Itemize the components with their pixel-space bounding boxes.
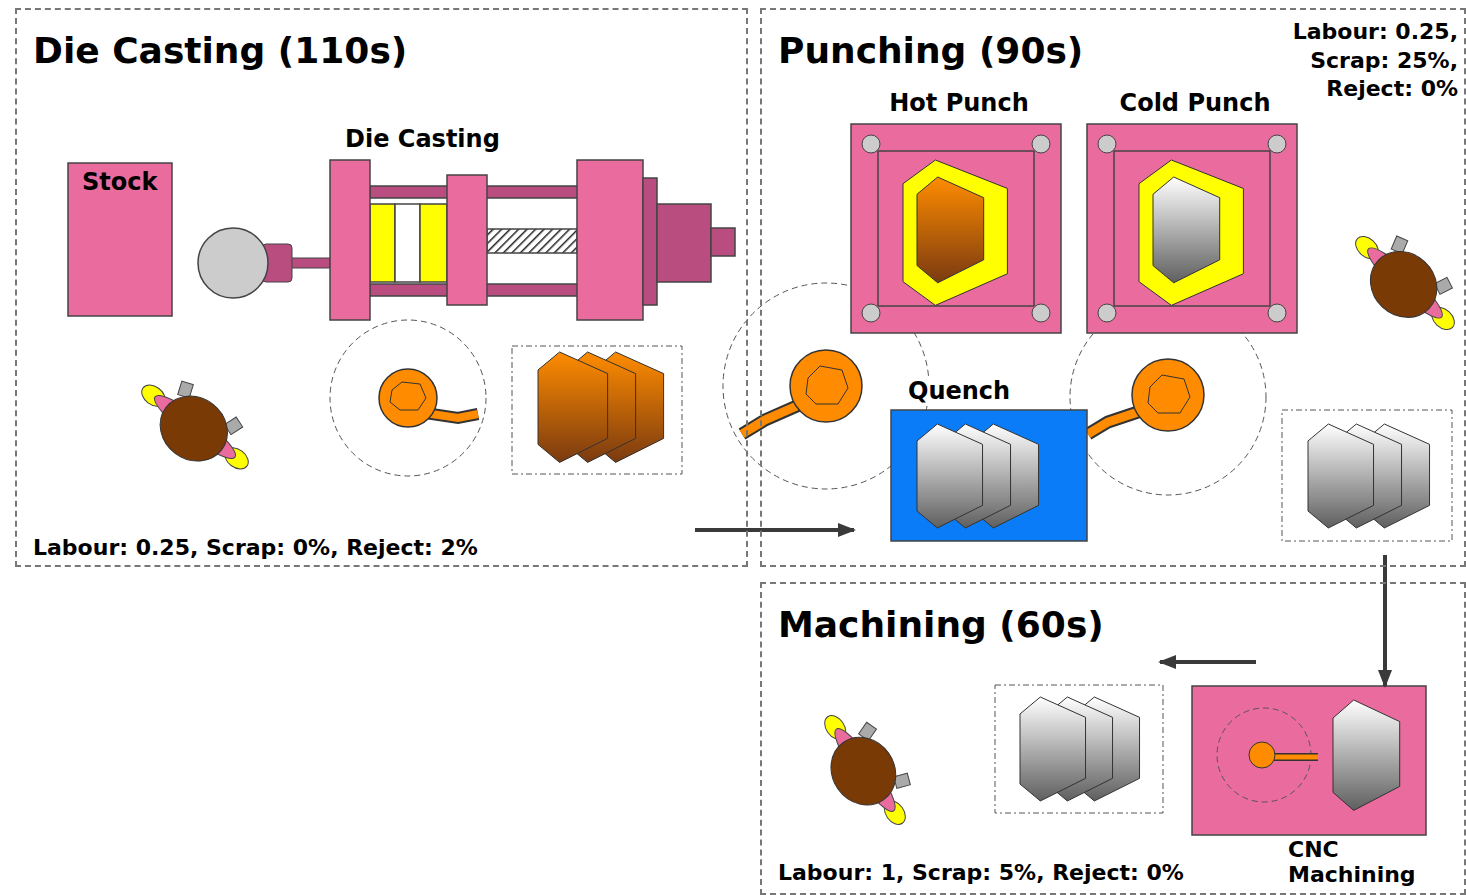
stage-stats: Labour: 1, Scrap: 5%, Reject: 0% xyxy=(778,860,1184,885)
worker xyxy=(123,362,266,493)
part-stack xyxy=(995,685,1163,813)
node-label: Die Casting xyxy=(342,126,503,154)
stage-region: Die Casting (110s) Labour: 0.25, Scrap: 0… xyxy=(15,8,748,567)
machine-box: Die Casting xyxy=(330,160,735,320)
node-label: CNC Machining xyxy=(1288,837,1456,888)
part-stack xyxy=(512,346,682,474)
press-box: Hot Punch xyxy=(851,124,1061,333)
stage-region: Punching (90s)Labour: 0.25, Scrap: 25%, … xyxy=(760,8,1466,567)
worker xyxy=(1335,215,1466,352)
die-casting-machine xyxy=(330,160,735,320)
quench-box: Quench xyxy=(891,410,1087,541)
cnc-machine xyxy=(1192,686,1426,835)
press-box: Cold Punch xyxy=(1087,124,1297,333)
stage-title: Die Casting (110s) xyxy=(33,30,407,71)
flow-arrow xyxy=(1383,555,1387,686)
stage-title: Punching (90s) xyxy=(778,30,1083,71)
cnc-box: CNC Machining xyxy=(1192,686,1426,835)
stage-region: Machining (60s) Labour: 1, Scrap: 5%, Rej… xyxy=(760,582,1466,895)
stage-title: Machining (60s) xyxy=(778,604,1104,645)
hot-punch-press xyxy=(851,124,1061,333)
node-label: Quench xyxy=(905,378,1013,406)
feeder xyxy=(198,228,330,298)
flow-arrow xyxy=(1160,660,1256,664)
stock-box: Stock xyxy=(68,163,172,316)
robot-arm xyxy=(330,320,486,476)
worker xyxy=(801,698,929,842)
cold-punch-press xyxy=(1087,124,1297,333)
stage-stats: Labour: 0.25, Scrap: 0%, Reject: 2% xyxy=(33,535,478,560)
node-label: Cold Punch xyxy=(1087,90,1303,118)
flow-arrow xyxy=(695,528,854,532)
quench-tank xyxy=(891,410,1087,541)
node-label: Hot Punch xyxy=(851,90,1067,118)
part-stack xyxy=(1282,410,1452,541)
node-label: Stock xyxy=(82,169,157,197)
stock-bin xyxy=(68,163,172,316)
